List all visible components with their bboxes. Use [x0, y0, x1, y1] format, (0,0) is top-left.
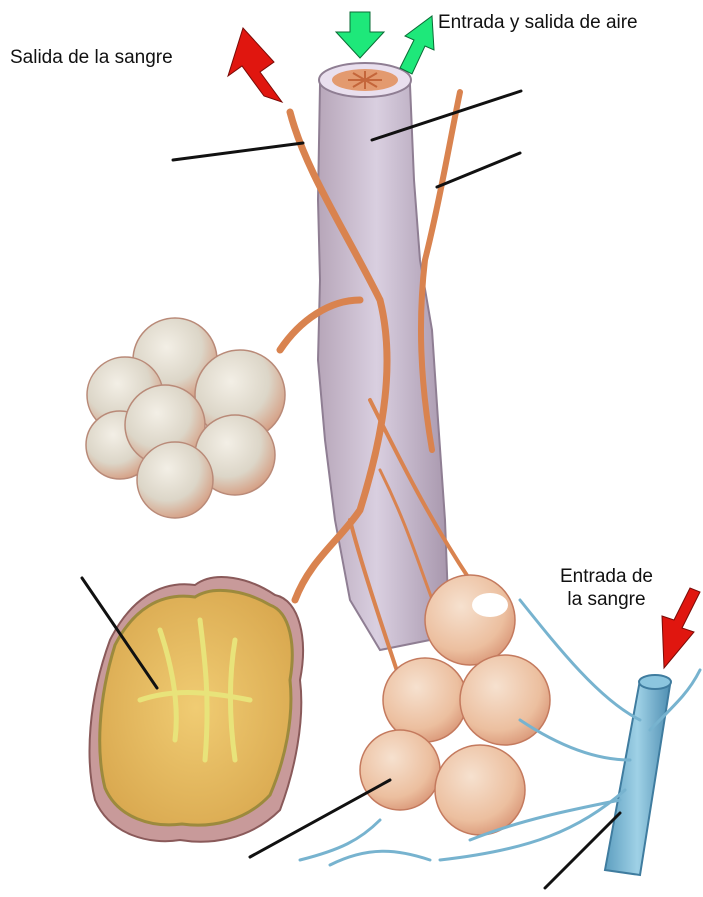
alveolar-sac-section	[90, 577, 303, 842]
label-blood-entry: Entrada de la sangre	[560, 566, 653, 612]
alveolar-sac-upper	[86, 318, 285, 518]
blood-entry-arrow	[662, 588, 700, 668]
air-inflow-arrow	[336, 12, 384, 58]
blood-exit-arrow	[228, 28, 282, 102]
bronchiole	[318, 63, 448, 650]
label-blood-exit: Salida de la sangre	[10, 47, 173, 70]
air-outflow-arrow	[400, 16, 434, 74]
leader-line-arteriole	[173, 143, 303, 160]
label-blood-entry-line2: la sangre	[560, 589, 653, 612]
label-air-flow: Entrada y salida de aire	[438, 12, 638, 35]
label-blood-entry-line1: Entrada de	[560, 566, 653, 589]
